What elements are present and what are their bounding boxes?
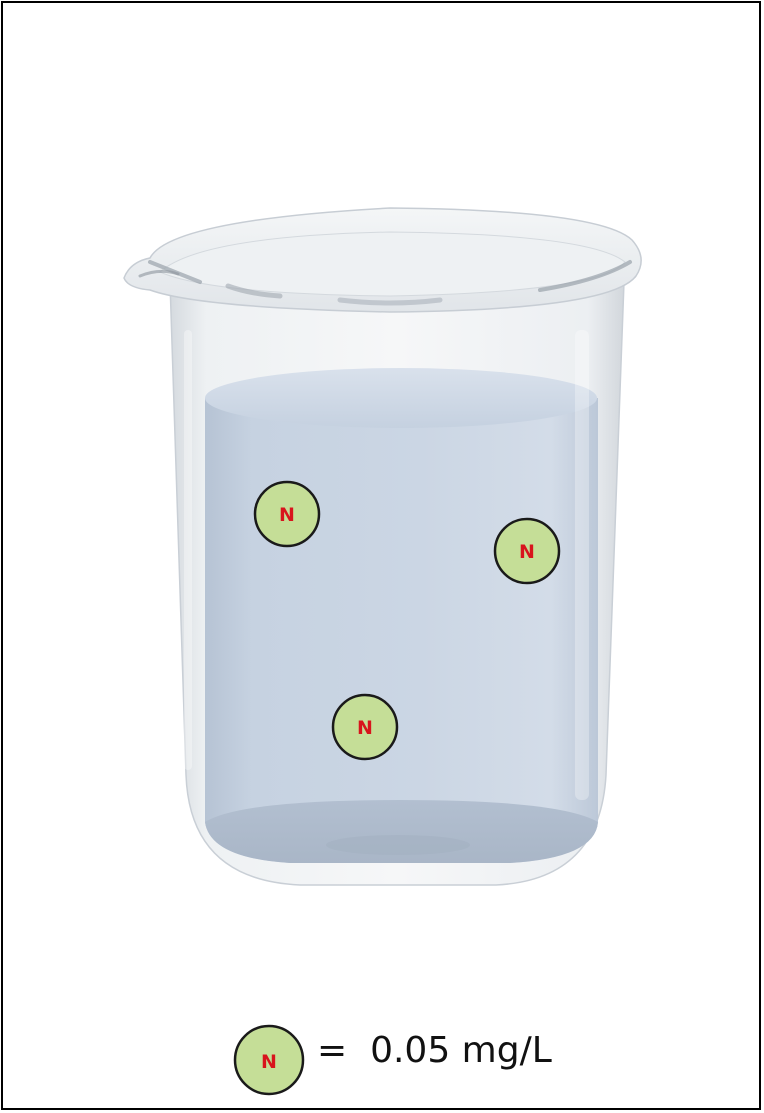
molecule-label: N <box>519 541 535 563</box>
legend: N = 0.05 mg/L <box>231 1022 651 1102</box>
molecule-icon: N <box>333 695 397 759</box>
molecule-label: N <box>357 717 373 739</box>
legend-spacer <box>347 1030 370 1071</box>
molecule-label: N <box>279 504 295 526</box>
molecule-icon: N <box>495 519 559 583</box>
legend-definition: = 0.05 mg/L <box>317 1030 552 1071</box>
beaker-water <box>205 398 598 863</box>
legend-symbol-label: N <box>261 1051 277 1073</box>
water-surface <box>205 368 597 428</box>
legend-equals: = <box>317 1030 347 1071</box>
molecule-icon: N <box>255 482 319 546</box>
legend-molecule-icon: N <box>231 1022 307 1098</box>
legend-value: 0.05 mg/L <box>370 1030 552 1071</box>
